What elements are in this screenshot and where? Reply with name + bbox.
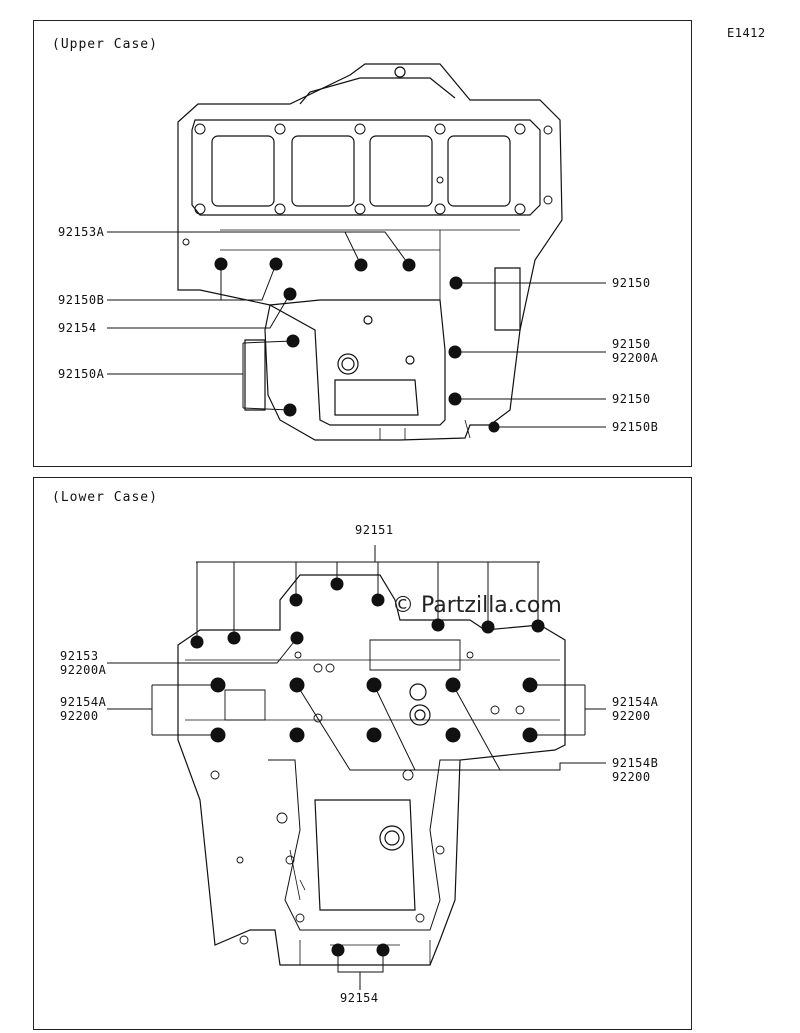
upper-case-title: (Upper Case) xyxy=(52,37,158,52)
diagram-code: E1412 xyxy=(727,26,766,40)
lower-leader-lines xyxy=(107,545,606,990)
callout-92154-upper: 92154 xyxy=(58,321,97,335)
callout-92150b-upper-right: 92150B xyxy=(612,420,658,434)
watermark: © Partzilla.com xyxy=(392,593,562,618)
callout-92150-upper-2: 92150 xyxy=(612,337,651,351)
callout-92154a-lower-left: 92154A xyxy=(60,695,107,709)
upper-case-panel xyxy=(33,20,692,467)
callout-92154b-lower: 92154B xyxy=(612,756,658,770)
callout-92150b-upper: 92150B xyxy=(58,293,104,307)
callout-92151-lower: 92151 xyxy=(355,523,394,537)
lower-crankcase-drawing xyxy=(177,574,566,966)
callout-92200a-upper: 92200A xyxy=(612,351,659,365)
callout-92150a-upper: 92150A xyxy=(58,367,105,381)
lower-case-panel xyxy=(33,477,692,1030)
callout-92154a-lower-right: 92154A xyxy=(612,695,659,709)
callout-92200-lower-right-2: 92200 xyxy=(612,770,651,784)
callout-92154-lower-bottom: 92154 xyxy=(340,991,379,1005)
lower-bolts xyxy=(190,577,545,957)
callout-92153a-upper: 92153A xyxy=(58,225,105,239)
callout-92200a-lower: 92200A xyxy=(60,663,107,677)
upper-crankcase-drawing xyxy=(177,63,563,441)
upper-leader-lines xyxy=(107,231,606,428)
lower-case-title: (Lower Case) xyxy=(52,490,158,505)
callout-92150-upper-3: 92150 xyxy=(612,392,651,406)
callout-92153-lower: 92153 xyxy=(60,649,99,663)
callout-92200-lower-right: 92200 xyxy=(612,709,651,723)
upper-bolts xyxy=(214,257,500,433)
callout-92150-upper-1: 92150 xyxy=(612,276,651,290)
callout-92200-lower-left: 92200 xyxy=(60,709,99,723)
